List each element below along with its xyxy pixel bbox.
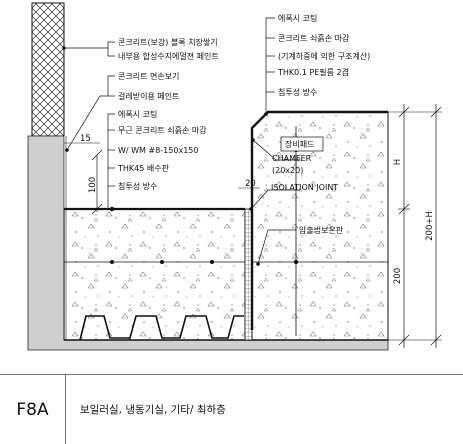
wall-finish-label-2: 내부용 합성수지에멀젼 페인트 bbox=[118, 51, 219, 61]
dimension-100: 100 bbox=[88, 177, 98, 193]
pad-label-3: (기계하중에 의한 구조계산) bbox=[278, 51, 370, 61]
floor-topping bbox=[63, 208, 246, 341]
dimension-15: 15 bbox=[80, 134, 91, 144]
detail-drawing: 100 15 20 H 200 200+H bbox=[27, 2, 442, 351]
equipment-label-box bbox=[280, 136, 324, 152]
chamfer-label-2: (20x20) bbox=[272, 166, 303, 175]
pad-label-1: 에폭시 코팅 bbox=[278, 13, 317, 23]
insulation-board-label: 압출법보온판 bbox=[299, 225, 344, 235]
curb-label-2: 무근 콘크리트 쇠흙손 마감 bbox=[118, 125, 207, 135]
curb-label-5: 침투성 방수 bbox=[118, 181, 157, 191]
pad-label-5: 침투성 방수 bbox=[278, 87, 317, 97]
isolation-joint-label: ISOLATION JOINT bbox=[271, 183, 338, 192]
pad-label-2: 콘크리트 쇠흙손 마감 bbox=[278, 33, 350, 43]
curb-label-1: 에폭시 코팅 bbox=[118, 109, 157, 119]
pad-coating bbox=[250, 110, 388, 330]
wall-finish-label-1: 콘크리트(보강) 블록 치장쌓기 bbox=[118, 37, 218, 47]
leader-arrows bbox=[62, 46, 268, 266]
dimension-h: H bbox=[393, 159, 403, 165]
dimension-20: 20 bbox=[245, 179, 256, 189]
equipment-label: 장비패드 bbox=[285, 139, 314, 149]
face-label-2: 걸레받이용 페인트 bbox=[118, 91, 179, 101]
chamfer-label-1: CHAMFER bbox=[272, 154, 312, 163]
detail-caption: F8A 보일러실, 냉동기실, 기타/ 최하층 bbox=[0, 374, 463, 444]
detail-code: F8A bbox=[0, 375, 66, 444]
face-label-1: 콘크리트 면손보기 bbox=[118, 71, 179, 81]
curb-label-3: W/ WM #8-150x150 bbox=[118, 146, 198, 155]
curb-label-4: THK45 배수판 bbox=[117, 164, 170, 173]
drainage-board bbox=[79, 315, 244, 341]
detail-description: 보일러실, 냉동기실, 기타/ 최하층 bbox=[80, 404, 226, 416]
dimension-200: 200 bbox=[393, 268, 403, 284]
masonry-wall bbox=[31, 2, 65, 137]
pad-label-4: THK0.1 PE필름 2겹 bbox=[277, 67, 349, 77]
dimension-200-h: 200+H bbox=[425, 211, 435, 241]
